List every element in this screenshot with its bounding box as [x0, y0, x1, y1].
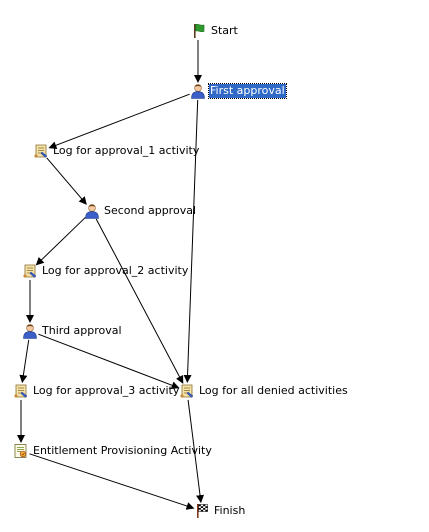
log-scroll-icon	[33, 143, 49, 159]
node-log-approval-1[interactable]: Log for approval_1 activity	[33, 142, 200, 160]
node-log-approval-2[interactable]: Log for approval_2 activity	[22, 262, 189, 280]
edge-third_approval-to-log_denied[interactable]	[38, 333, 180, 390]
node-first-approval[interactable]: First approval	[190, 82, 287, 100]
edge-log_denied-to-finish[interactable]	[187, 399, 204, 504]
log-scroll-icon	[22, 263, 38, 279]
node-label: Log for approval_3 activity	[33, 384, 180, 397]
node-label: Entitlement Provisioning Activity	[33, 444, 212, 457]
edge-third_approval-to-log_approval_3[interactable]	[19, 339, 30, 384]
user-approval-icon	[84, 203, 100, 219]
node-label: Log for all denied activities	[199, 384, 348, 397]
log-scroll-icon	[13, 383, 29, 399]
edge-log_approval_1-to-second_approval[interactable]	[46, 157, 87, 205]
node-label: Second approval	[104, 204, 197, 217]
node-label: Third approval	[42, 324, 122, 337]
node-third-approval[interactable]: Third approval	[22, 322, 123, 340]
node-label: Log for approval_2 activity	[42, 264, 189, 277]
log-scroll-icon	[179, 383, 195, 399]
node-start[interactable]: Start	[191, 22, 239, 40]
checkered-flag-icon	[194, 503, 210, 519]
green-flag-icon	[191, 23, 207, 39]
node-label: Log for approval_1 activity	[53, 144, 200, 157]
provisioning-form-icon	[13, 443, 29, 459]
user-approval-icon	[190, 83, 206, 99]
workflow-edges	[17, 40, 204, 510]
node-log-approval-3[interactable]: Log for approval_3 activity	[13, 382, 180, 400]
node-finish[interactable]: Finish	[194, 502, 246, 520]
edge-first_approval-to-log_denied[interactable]	[183, 99, 199, 383]
node-provisioning[interactable]: Entitlement Provisioning Activity	[13, 442, 213, 460]
node-log-denied[interactable]: Log for all denied activities	[179, 382, 349, 400]
node-label: Start	[211, 24, 238, 37]
node-label: Finish	[214, 504, 246, 517]
edge-second_approval-to-log_denied[interactable]	[95, 218, 184, 384]
edge-second_approval-to-log_approval_2[interactable]	[35, 216, 86, 266]
edge-first_approval-to-log_approval_1[interactable]	[48, 93, 190, 150]
user-approval-icon	[22, 323, 38, 339]
node-label: First approval	[208, 83, 287, 99]
edge-provisioning-to-finish[interactable]	[29, 453, 195, 510]
node-second-approval[interactable]: Second approval	[84, 202, 197, 220]
